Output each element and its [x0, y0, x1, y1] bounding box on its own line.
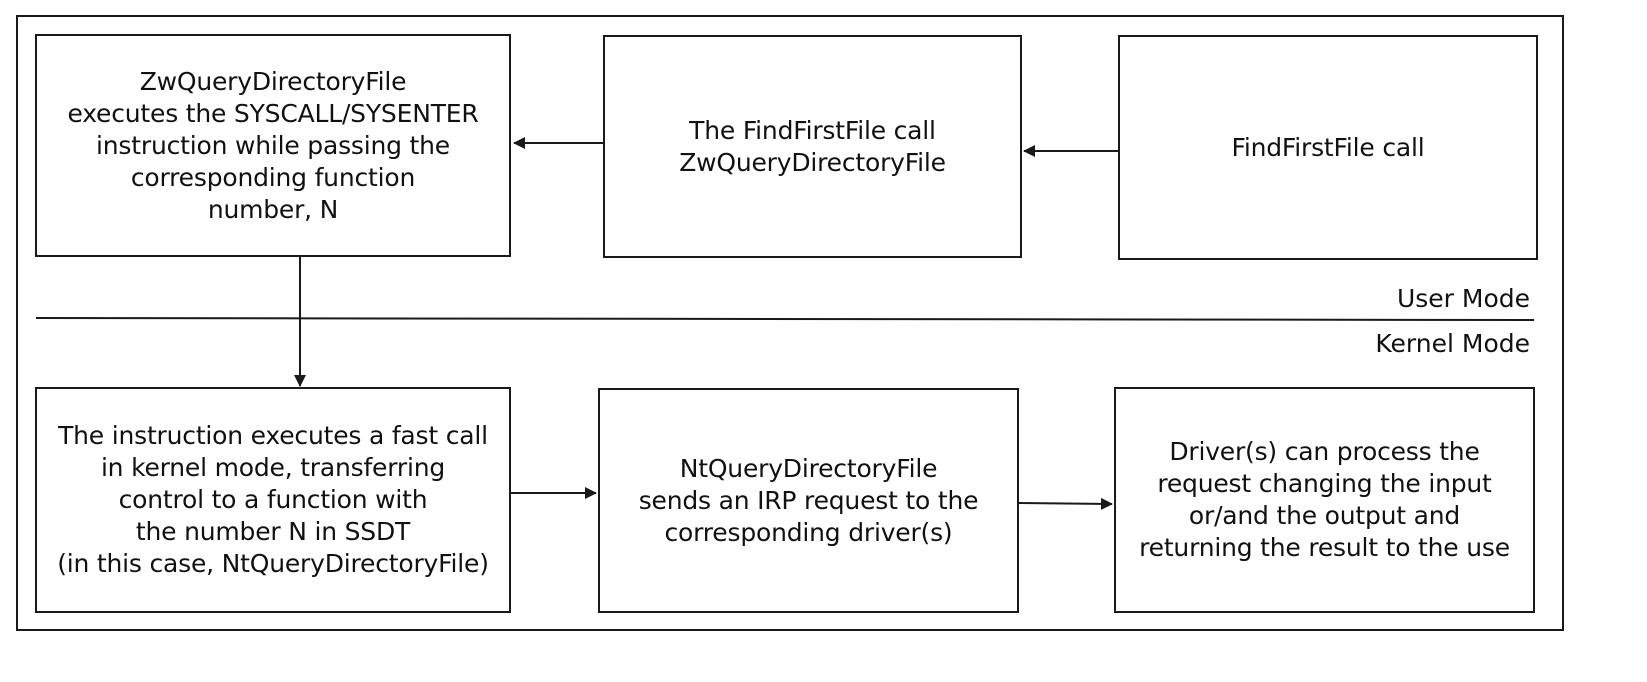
text-line: (in this case, NtQueryDirectoryFile) — [57, 549, 489, 578]
box-fast-call-kernel-text: The instruction executes a fast call in … — [57, 420, 489, 580]
box-findfirstfile-call: FindFirstFile call — [1118, 35, 1538, 260]
user-mode-label: User Mode — [1396, 284, 1530, 313]
text-line: ZwQueryDirectoryFile — [139, 66, 407, 96]
box-zwquerydirectoryfile-syscall-text: ZwQueryDirectoryFile executes the SYSCAL… — [67, 66, 478, 226]
text-line: FindFirstFile call — [1231, 132, 1425, 162]
box-findfirstfile-calls-zwquery-text: The FindFirstFile call ZwQueryDirectoryF… — [679, 115, 946, 179]
arrow-ntquery-to-driver — [1018, 497, 1113, 510]
text-line: The instruction executes a fast call — [58, 421, 488, 450]
text-line: the number N in SSDT — [135, 517, 411, 546]
text-line: ZwQueryDirectoryFile — [679, 147, 946, 177]
text-line: instruction while passing the — [96, 130, 450, 160]
text-line: corresponding function — [130, 162, 416, 192]
text-line: Driver(s) can process the — [1169, 437, 1480, 466]
text-line: request changing the input — [1157, 469, 1492, 498]
box-findfirstfile-calls-zwquery: The FindFirstFile call ZwQueryDirectoryF… — [603, 35, 1022, 258]
box-findfirstfile-call-text: FindFirstFile call — [1232, 132, 1425, 164]
box-ntquerydirectoryfile-irp: NtQueryDirectoryFile sends an IRP reques… — [598, 388, 1019, 613]
box-zwquerydirectoryfile-syscall: ZwQueryDirectoryFile executes the SYSCAL… — [35, 34, 511, 257]
text-line: in kernel mode, transferring — [100, 453, 446, 482]
text-line: control to a function with — [118, 485, 428, 514]
box-driver-process-text: Driver(s) can process the request changi… — [1139, 436, 1510, 564]
box-ntquerydirectoryfile-irp-text: NtQueryDirectoryFile sends an IRP reques… — [639, 453, 979, 549]
box-driver-process: Driver(s) can process the request changi… — [1114, 387, 1535, 613]
text-line: corresponding driver(s) — [664, 517, 953, 547]
text-line: executes the SYSCALL/SYSENTER — [67, 98, 479, 128]
outer-frame — [16, 15, 1564, 631]
text-line: The FindFirstFile call — [689, 115, 936, 145]
box-fast-call-kernel: The instruction executes a fast call in … — [35, 387, 511, 613]
text-line: sends an IRP request to the — [638, 485, 979, 515]
mode-divider — [35, 317, 1535, 321]
text-line: or/and the output and — [1188, 501, 1461, 530]
kernel-mode-label: Kernel Mode — [1375, 329, 1530, 358]
text-line: NtQueryDirectoryFile — [679, 453, 938, 483]
text-line: returning the result to the use — [1139, 533, 1510, 562]
text-line: number, N — [207, 194, 339, 224]
